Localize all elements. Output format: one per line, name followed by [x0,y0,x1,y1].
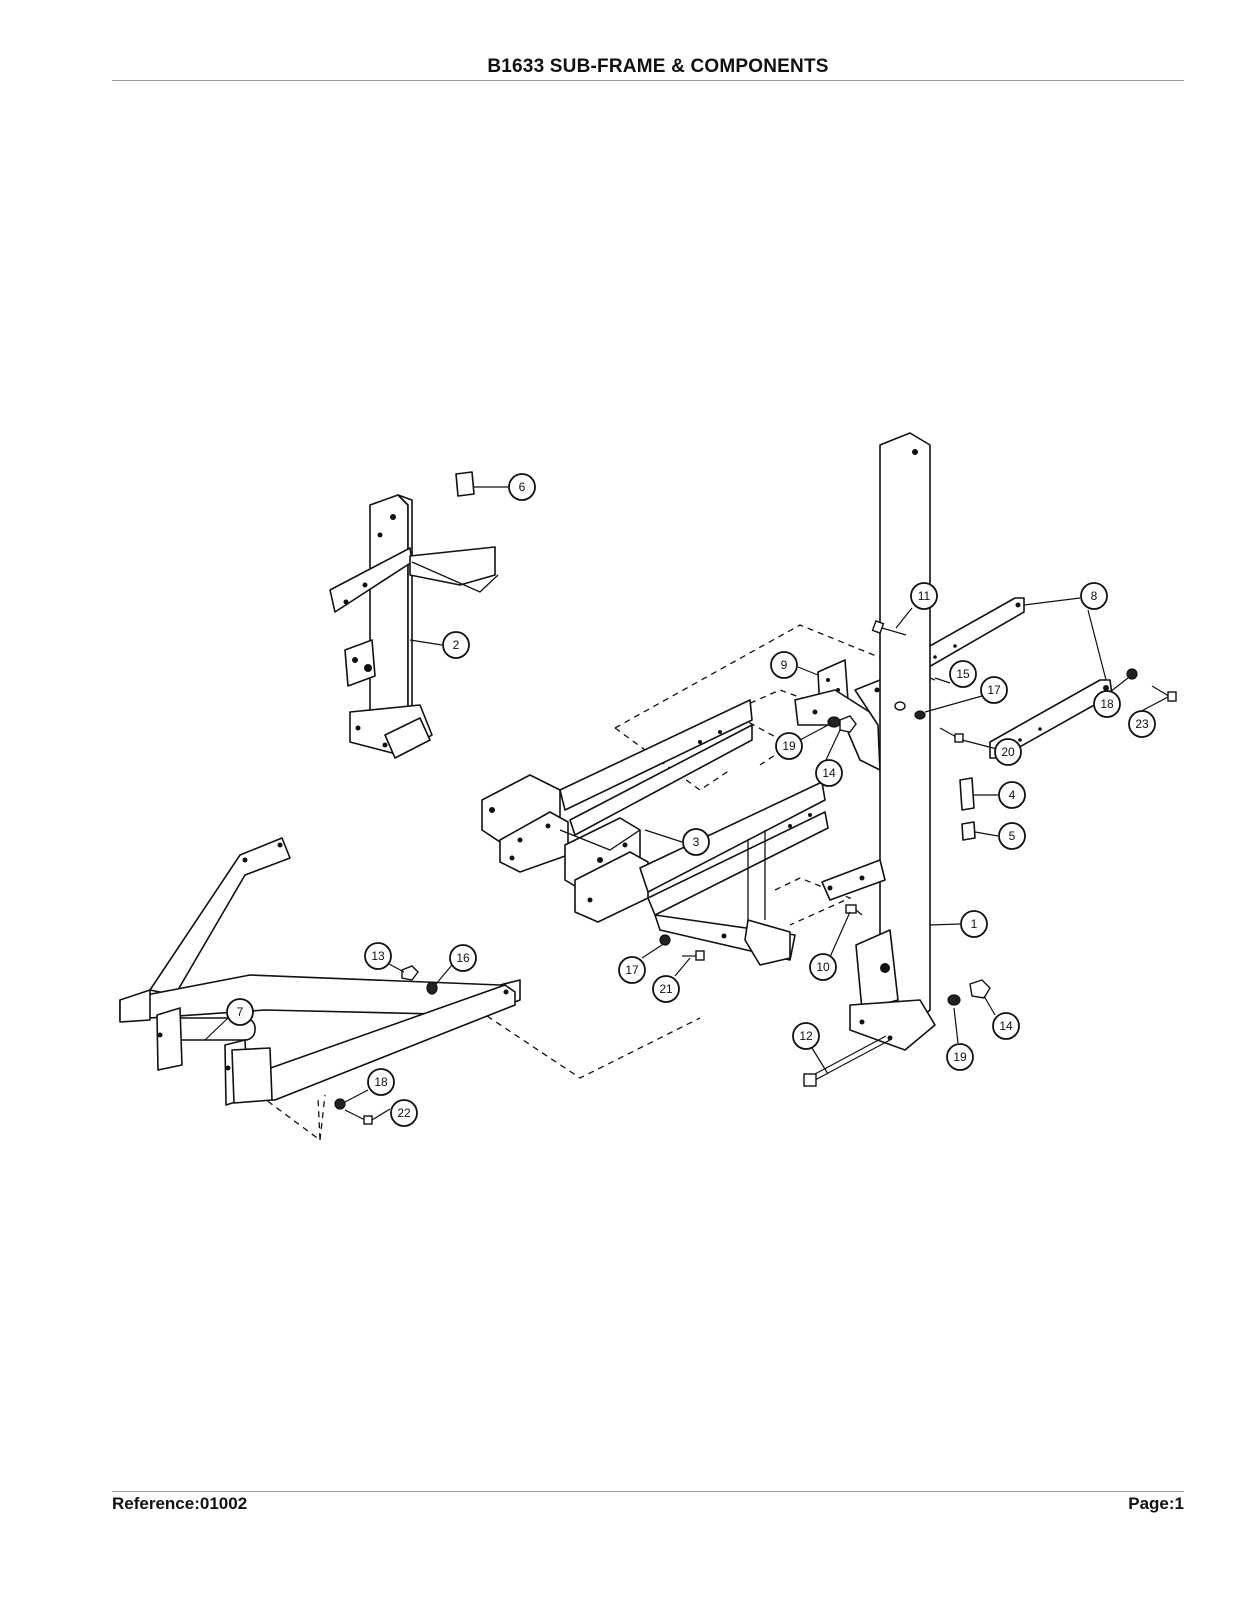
svg-text:11: 11 [918,589,931,603]
svg-text:9: 9 [781,658,788,672]
nut-18-upper [1126,668,1138,680]
nut-18-lower [334,1098,346,1110]
callout-leaders [204,486,1169,1121]
svg-text:17: 17 [987,683,1001,697]
svg-text:12: 12 [799,1029,813,1043]
washer-15 [894,701,906,711]
svg-text:5: 5 [1009,829,1016,843]
part-5-decal [961,821,976,841]
washer-19-lower [947,994,961,1006]
part-2-left-frame [329,494,499,759]
callout-16: 16 [449,944,477,972]
callouts: 1 2 3 4 5 6 7 8 9 10 11 12 13 14 14 15 1… [226,473,1156,1127]
nut-14-lower [969,979,991,999]
svg-text:20: 20 [1001,745,1015,759]
bolt-20 [939,727,964,743]
callout-1: 1 [960,910,988,938]
callout-8: 8 [1080,582,1108,610]
bolt-10 [845,904,863,916]
nut-17-upper [914,710,926,720]
svg-text:3: 3 [693,835,700,849]
header-rule [112,80,1184,81]
hardware-items [334,620,1177,1125]
svg-text:1: 1 [971,917,978,931]
part-6-decal [455,471,475,497]
svg-text:13: 13 [371,949,385,963]
svg-text:14: 14 [822,766,836,780]
callout-14-upper: 14 [815,759,843,787]
bolt-21 [682,950,705,961]
callout-6: 6 [508,473,536,501]
callout-4: 4 [998,781,1026,809]
callout-18-upper: 18 [1093,690,1121,718]
callout-10: 10 [809,953,837,981]
callout-5: 5 [998,822,1026,850]
page-number: Page:1 [1128,1494,1184,1513]
footer-rule [112,1491,1184,1492]
callout-18-lower: 18 [367,1068,395,1096]
callout-19-upper: 19 [775,732,803,760]
nut-14-upper [839,715,857,733]
callout-9: 9 [770,651,798,679]
callout-21: 21 [652,975,680,1003]
part-3-center-subframe [481,699,829,966]
page-title: B1633 SUB-FRAME & COMPONENTS [487,56,829,77]
svg-text:7: 7 [237,1005,244,1019]
callout-22: 22 [390,1099,418,1127]
part-7-drawbar [119,837,521,1106]
bolt-22 [344,1109,373,1125]
svg-text:8: 8 [1091,589,1098,603]
callout-20: 20 [994,738,1022,766]
callout-3: 3 [682,828,710,856]
svg-text:14: 14 [999,1019,1013,1033]
callout-14-lower: 14 [992,1012,1020,1040]
svg-text:21: 21 [659,982,673,996]
callout-11: 11 [910,582,938,610]
callout-12: 12 [792,1022,820,1050]
part-1-right-frame [821,432,936,1051]
washer-19-upper [827,716,841,728]
callout-17-upper: 17 [980,676,1008,704]
bolt-11 [871,620,907,636]
svg-text:15: 15 [956,667,970,681]
svg-text:10: 10 [816,960,830,974]
svg-text:18: 18 [1100,697,1114,711]
part-4-decal [959,777,975,811]
callout-2: 2 [442,631,470,659]
svg-text:4: 4 [1009,788,1016,802]
callout-15: 15 [949,660,977,688]
callout-23: 23 [1128,710,1156,738]
svg-text:19: 19 [953,1050,967,1064]
svg-text:22: 22 [397,1106,411,1120]
callout-19-lower: 19 [946,1043,974,1071]
svg-text:6: 6 [519,480,526,494]
callout-7: 7 [226,998,254,1026]
svg-text:18: 18 [374,1075,388,1089]
callout-13: 13 [364,942,392,970]
assembly-guide-lines [249,624,936,1142]
svg-text:16: 16 [456,951,470,965]
svg-text:17: 17 [625,963,639,977]
svg-text:19: 19 [782,739,796,753]
washer-16 [426,981,438,995]
svg-text:2: 2 [453,638,460,652]
callout-17-lower: 17 [618,956,646,984]
svg-text:23: 23 [1135,717,1149,731]
bolt-23 [1151,685,1177,702]
nut-13 [401,965,419,981]
reference-label: Reference:01002 [112,1494,248,1513]
nut-17-lower [659,934,671,946]
